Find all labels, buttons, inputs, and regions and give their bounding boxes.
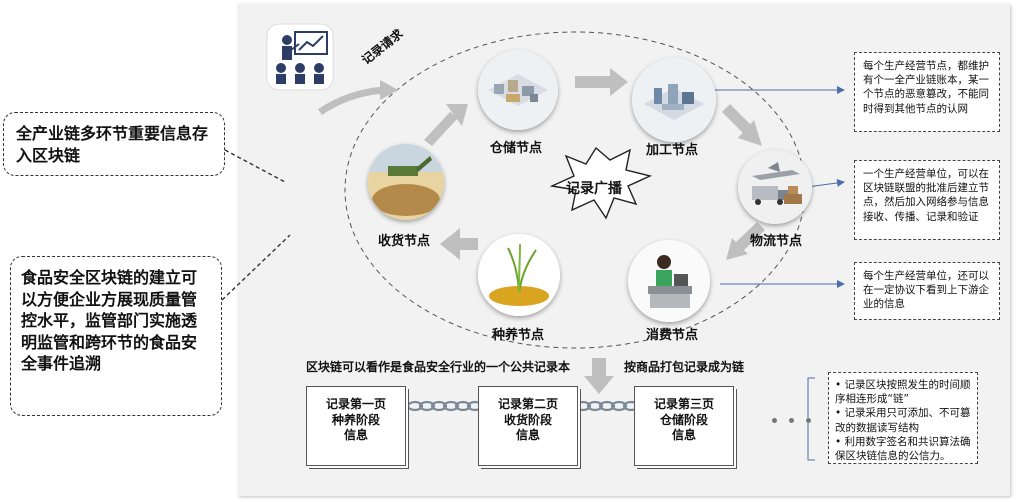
processing-node-image	[632, 58, 716, 142]
seedling-icon	[478, 234, 560, 316]
process-arrow-storage-processing	[575, 68, 628, 96]
record-page-stage: 收货阶段	[503, 412, 552, 427]
storage-node-image	[478, 50, 558, 130]
logistics-node-image	[738, 150, 812, 224]
consumption-node-label: 消费节点	[646, 328, 699, 343]
chain-link-icon	[406, 400, 640, 412]
storage-node-label: 仓储节点	[490, 141, 543, 156]
record-page-info: 信息	[671, 428, 696, 443]
planting-node-label: 种养节点	[492, 328, 545, 343]
record-page: 记录第三页 仓储阶段 信息	[634, 386, 734, 466]
presenter-icon	[265, 22, 335, 92]
note-processing-text: 每个生产经营节点，都维护有个一全产业链账本，某一个节点的恶意篡改，不能同时得到其…	[863, 60, 989, 115]
chain-caption-left: 区块链可以看作是食品安全行业的一个公共记录本	[306, 360, 571, 374]
logistics-node-label: 物流节点	[750, 234, 803, 249]
callout-benefits: 食品安全区块链的建立可以方便企业方展现质量管控水平，监管部门实施透明监管和跨环节…	[10, 256, 222, 416]
processing-node-label: 加工节点	[646, 143, 699, 158]
process-arrow-receiving-storage	[424, 104, 468, 146]
record-page-stage: 仓储阶段	[659, 412, 708, 427]
record-page-stage: 种养阶段	[331, 412, 380, 427]
warehouse-icon	[478, 50, 558, 130]
callout-connector-top	[224, 149, 286, 183]
broadcast-starburst	[549, 146, 653, 220]
receiving-node-image	[368, 144, 444, 220]
note-chain-item: • 利用数字签名和共识算法确保区块链信息的公信力。	[835, 435, 971, 462]
record-page-info: 信息	[515, 428, 540, 443]
note-chain-item: • 记录采用只可添加、不可篡改的数据读写结构	[835, 407, 971, 434]
note-logistics: 一个生产经营单位，可以在区块链联盟的批准后建立节点，然后加入网络参与信息接收、传…	[854, 160, 1000, 240]
note-chain-item-text: 记录采用只可添加、不可篡改的数据读写结构	[835, 407, 971, 434]
note-chain-item-text: 记录区块按照发生的时间顺序相连形成“链”	[835, 379, 971, 406]
harvester-icon	[368, 144, 444, 220]
note-logistics-text: 一个生产经营单位，可以在区块链联盟的批准后建立节点，然后加入网络参与信息接收、传…	[863, 168, 989, 223]
chain-down-arrow	[584, 358, 614, 394]
record-page: 记录第二页 收货阶段 信息	[478, 386, 578, 466]
callout-benefits-text: 食品安全区块链的建立可以方便企业方展现质量管控水平，监管部门实施透明监管和跨环节…	[21, 268, 198, 374]
record-request-arrowhead	[380, 80, 398, 100]
process-arrow-logistics-consumption	[726, 222, 765, 260]
note-processing: 每个生产经营节点，都维护有个一全产业链账本，某一个节点的恶意篡改，不能同时得到其…	[854, 52, 1000, 132]
record-page-title: 记录第三页	[653, 397, 714, 411]
consumption-node-image	[628, 240, 710, 322]
record-page-title: 记录第二页	[497, 397, 558, 411]
note-chain: • 记录区块按照发生的时间顺序相连形成“链” • 记录采用只可添加、不可篡改的数…	[828, 372, 978, 464]
record-page-info: 信息	[343, 428, 368, 443]
broadcast-label: 记录广播	[566, 181, 622, 197]
record-page: 记录第一页 种养阶段 信息	[306, 386, 406, 466]
note-consumption-text: 每个生产经营单位，还可以在一定协议下看到上下游企业的信息	[863, 270, 989, 311]
chain-caption-right: 按商品打包记录成为链	[624, 360, 745, 374]
note-consumption: 每个生产经营单位，还可以在一定协议下看到上下游企业的信息	[854, 262, 1000, 320]
cashier-icon	[628, 240, 710, 322]
process-arrow-planting-receiving	[440, 228, 478, 260]
record-page-title: 记录第一页	[325, 397, 386, 411]
logistics-icon	[738, 150, 812, 224]
record-request-arrow	[318, 86, 386, 115]
planting-node-image	[478, 234, 560, 316]
callout-store-info-text: 全产业链多环节重要信息存入区块链	[16, 124, 209, 165]
note-chain-item-text: 利用数字签名和共识算法确保区块链信息的公信力。	[835, 435, 971, 462]
process-arrow-processing-logistics	[722, 104, 762, 146]
callout-store-info: 全产业链多环节重要信息存入区块链	[3, 112, 225, 176]
receiving-node-label: 收货节点	[378, 234, 431, 249]
callout-connector-bottom	[221, 234, 291, 301]
note-chain-item: • 记录区块按照发生的时间顺序相连形成“链”	[835, 379, 971, 406]
continuation-dots	[772, 408, 823, 427]
factory-icon	[632, 58, 716, 142]
